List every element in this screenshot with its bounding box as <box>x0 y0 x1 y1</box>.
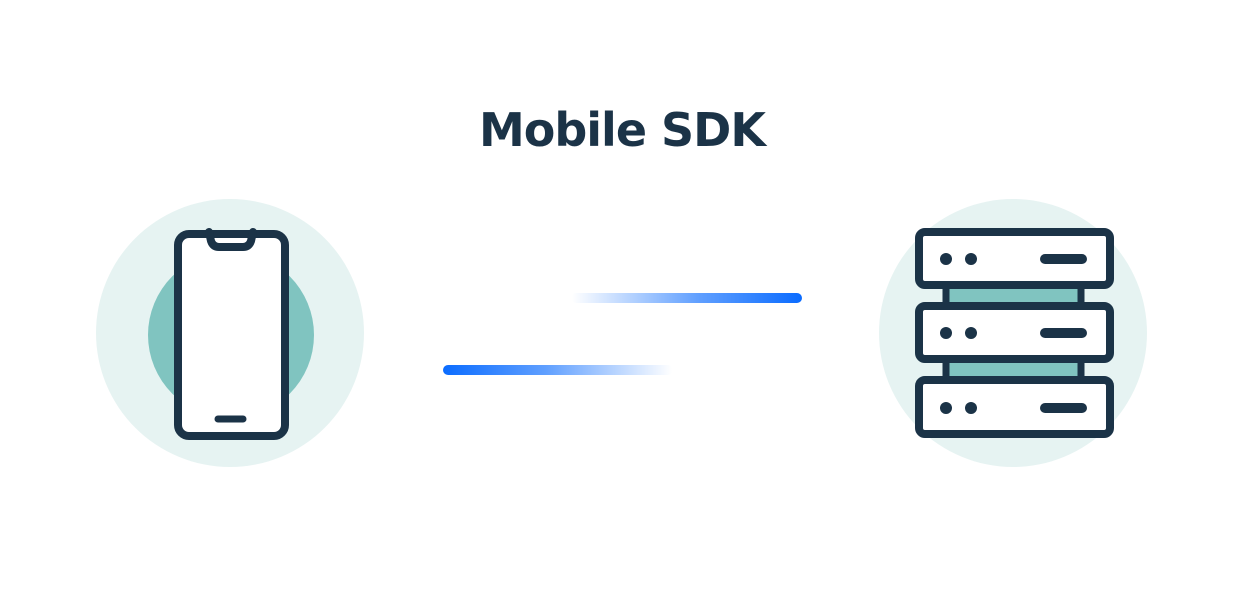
server-light-icon <box>940 327 952 339</box>
server-stack-icon <box>915 228 1114 438</box>
phone-body <box>174 230 289 440</box>
server-unit-box <box>915 302 1114 363</box>
server-unit <box>915 302 1114 363</box>
phone-notch <box>205 228 257 251</box>
server-unit <box>915 376 1114 438</box>
server-unit <box>915 228 1114 289</box>
server-light-icon <box>965 327 977 339</box>
server-light-icon <box>965 253 977 265</box>
smartphone-icon <box>174 228 289 440</box>
server-unit-box <box>915 228 1114 289</box>
phone-node <box>96 199 364 467</box>
server-light-icon <box>940 253 952 265</box>
server-light-icon <box>965 402 977 414</box>
server-node <box>879 199 1147 467</box>
diagram-title: Mobile SDK <box>478 103 766 157</box>
server-unit-box <box>915 376 1114 438</box>
server-light-icon <box>940 402 952 414</box>
connections <box>443 293 802 375</box>
